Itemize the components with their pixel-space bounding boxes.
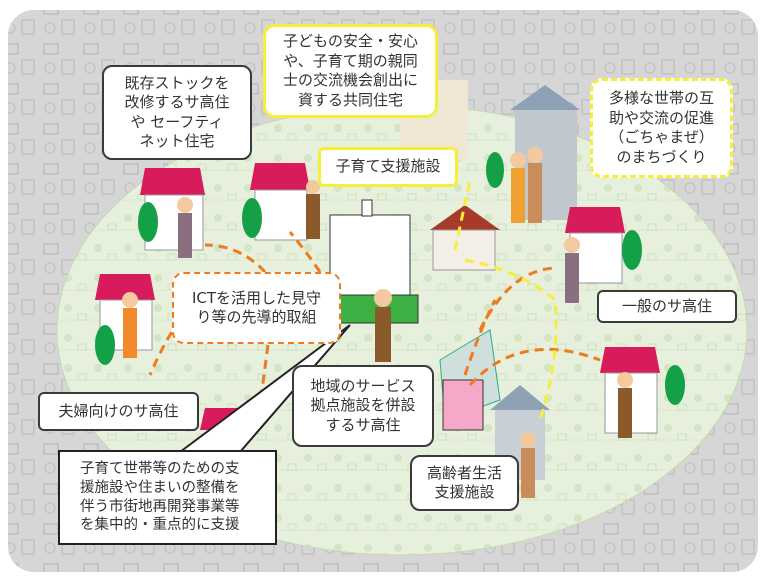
- label-ict: ICTを活用した見守 り等の先導的取組: [172, 272, 341, 344]
- label-childcare-facility: 子育て支援施設: [318, 147, 458, 187]
- label-general-housing: 一般のサ高住: [597, 290, 737, 323]
- trees: [95, 152, 685, 405]
- house: [250, 163, 310, 241]
- label-existing-stock: 既存ストックを 改修するサ高住 や セーフティ ネット住宅: [102, 65, 252, 160]
- label-elderly-support: 高齢者生活 支援施設: [410, 455, 519, 511]
- label-couple-housing: 夫婦向けのサ高住: [38, 392, 199, 431]
- label-mixed-community: 多様な世帯の互 助や交流の促進 （ごちゃまぜ） のまちづくり: [590, 78, 733, 178]
- label-service-hub: 地域のサービス 拠点施設を併設 するサ高住: [292, 365, 434, 447]
- label-support-callout: 子育て世帯等のための支 援施設や住まいの整備を 伴う市街地再開発事業等 を集中的…: [58, 450, 277, 545]
- yellow-dashed-arrows: [453, 179, 558, 421]
- label-shared-housing: 子どもの安全・安心 や、子育て期の親同 士の交流機会創出に 資する共同住宅: [263, 24, 438, 118]
- gray-house: [510, 85, 580, 220]
- people: [122, 147, 633, 498]
